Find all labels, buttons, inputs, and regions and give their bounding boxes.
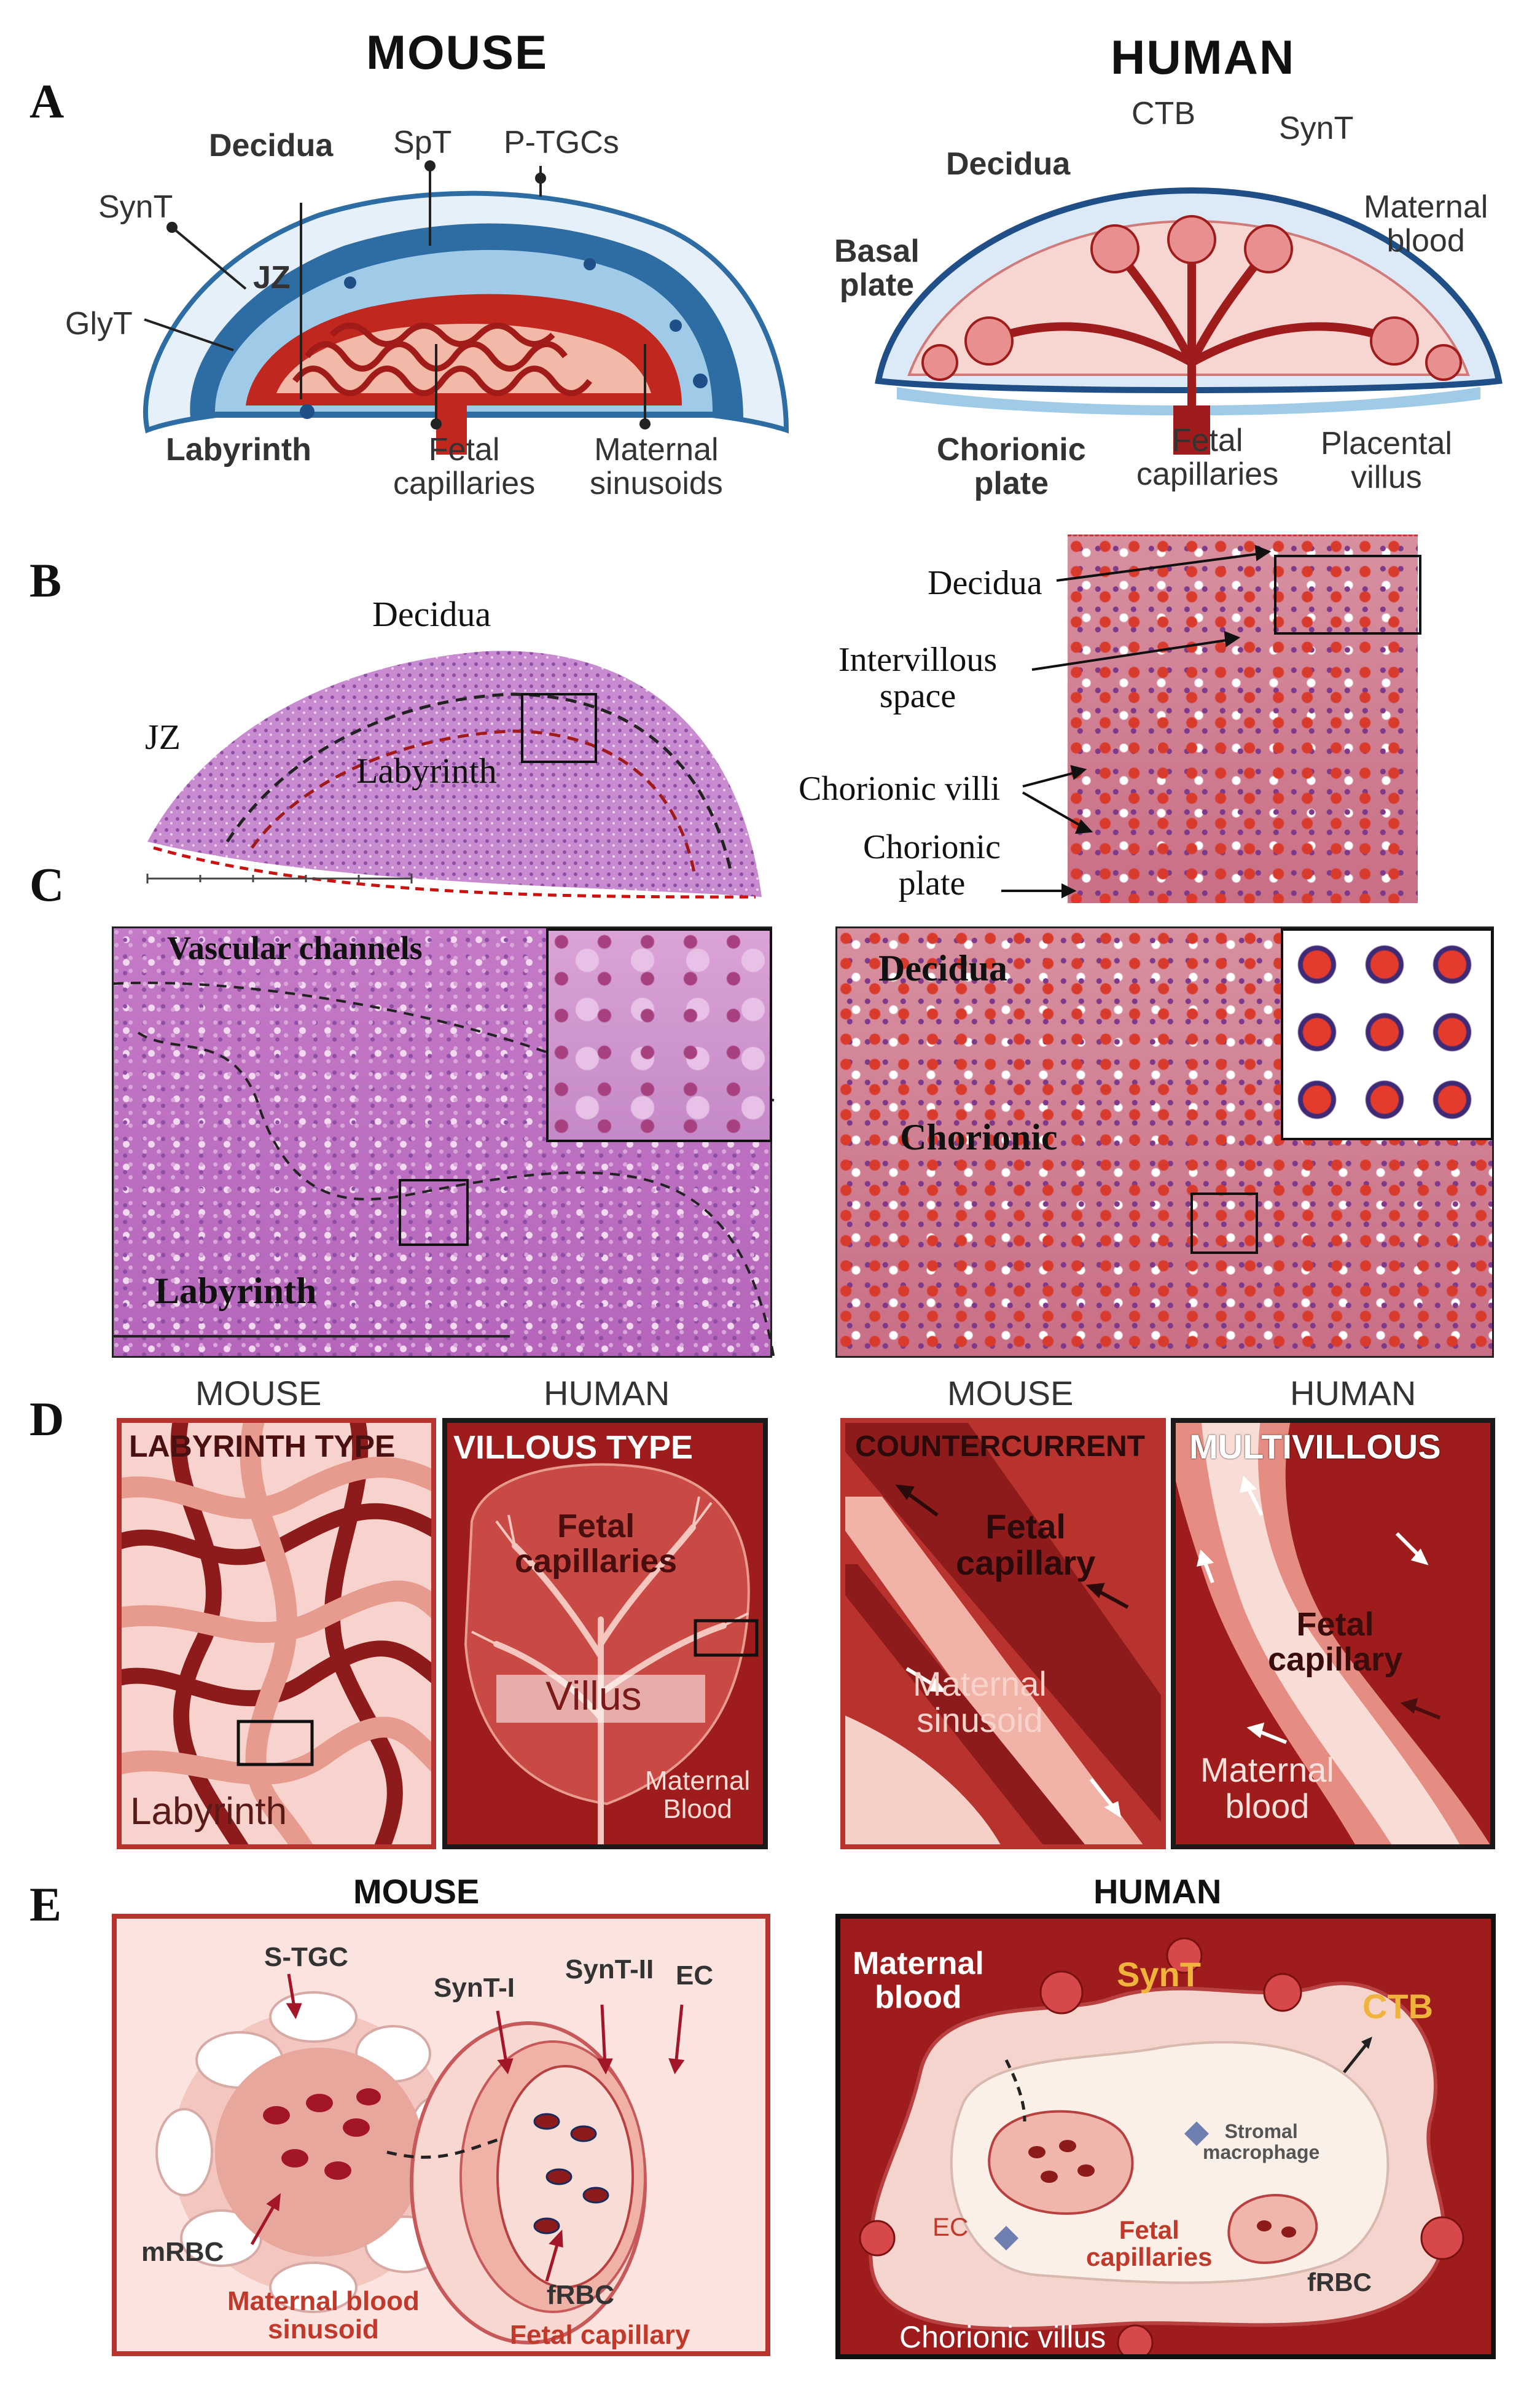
human-b-decidua-label: Decidua	[928, 564, 1042, 602]
mouse-e-panel: S-TGC SynT-I SynT-II EC mRBC fRBC Matern…	[112, 1914, 770, 2356]
human-c-chorionic-label: Chorionic	[900, 1117, 1058, 1157]
human-c-inset	[1281, 928, 1493, 1140]
mouse-decidua-label: Decidua	[209, 128, 334, 163]
human-chorionic-plate-label: Chorionic plate	[937, 432, 1086, 501]
human-c-small-box	[1190, 1192, 1258, 1254]
panel-b-letter: B	[29, 554, 62, 607]
mouse-e-maternal-sinusoid-label: Maternal blood sinusoid	[227, 2286, 420, 2345]
human-e-fetal-capillaries-label: Fetal capillaries	[1086, 2215, 1213, 2272]
human-histology-section	[1068, 535, 1421, 903]
mouse-e-frbc-label: fRBC	[547, 2280, 614, 2310]
human-b-chorionic-villi-label: Chorionic villi	[799, 770, 1001, 808]
villous-label: Villus	[545, 1673, 642, 1718]
mouse-c-micrograph	[112, 926, 775, 1359]
mouse-b-labyrinth-label: Labyrinth	[356, 751, 497, 791]
mouse-leader-lines	[144, 160, 651, 429]
human-e-stromal-macrophage-label: Stromal macrophage	[1203, 2120, 1320, 2163]
human-b-arrows	[1001, 544, 1272, 899]
countercurrent-vessels	[845, 1423, 1161, 1844]
villous-type-panel: VILLOUS TYPE Fetal capillaries Villus Ma…	[442, 1418, 768, 1849]
human-e-ctb-label: CTB	[1362, 1987, 1434, 2026]
mouse-b-jz-label: JZ	[145, 717, 181, 757]
villous-type-title: VILLOUS TYPE	[453, 1429, 694, 1466]
panel-e-mouse-title: MOUSE	[353, 1872, 480, 1911]
panel-c-letter: C	[29, 858, 64, 911]
panel-d-human-label-1: HUMAN	[544, 1374, 670, 1412]
panel-a-mouse-title: MOUSE	[366, 25, 549, 79]
villous-maternal-blood-label: Maternal Blood	[645, 1766, 751, 1825]
mouse-glyt-label: GlyT	[65, 306, 133, 342]
labyrinth-type-title: LABYRINTH TYPE	[129, 1429, 396, 1463]
mouse-c-vascular-label: Vascular channels	[167, 930, 423, 966]
mouse-e-synt2-label: SynT-II	[565, 1954, 654, 1984]
human-e-panel: Maternal blood SynT CTB Stromal macropha…	[835, 1914, 1496, 2359]
human-synt-label: SynT	[1279, 111, 1354, 146]
panel-a-human-title: HUMAN	[1111, 30, 1296, 84]
labyrinth-type-panel: LABYRINTH TYPE Labyrinth	[117, 1418, 436, 1849]
human-ctb-label: CTB	[1132, 96, 1195, 131]
mouse-b-scale-bar	[146, 874, 413, 883]
panel-d-mouse-label-2: MOUSE	[947, 1374, 1074, 1412]
human-placental-villus-label: Placental villus	[1321, 426, 1452, 495]
mouse-ptgcs-label: P-TGCs	[504, 125, 619, 160]
human-e-maternal-blood-label: Maternal blood	[853, 1946, 984, 2015]
countercurrent-maternal-sinusoid-label: Maternal sinusoid	[913, 1664, 1047, 1739]
panel-d-mouse-label-1: MOUSE	[195, 1374, 322, 1412]
villous-fetal-capillaries-label: Fetal capillaries	[515, 1508, 678, 1580]
mouse-c-scale-bar	[114, 1335, 510, 1337]
multivillous-maternal-blood-label: Maternal blood	[1200, 1750, 1334, 1825]
panel-d-human-label-2: HUMAN	[1290, 1374, 1417, 1412]
human-e-chorionic-villus-label: Chorionic villus	[899, 2320, 1106, 2354]
labyrinth-type-label: Labyrinth	[130, 1790, 287, 1833]
human-placenta-diagram	[875, 187, 1503, 455]
mouse-placenta-diagram	[143, 190, 789, 455]
mouse-histology-section	[147, 651, 762, 899]
mouse-b-decidua-label: Decidua	[372, 594, 491, 634]
human-fetal-capillaries-label: Fetal capillaries	[1136, 423, 1279, 492]
mouse-labyrinth-label: Labyrinth	[166, 432, 311, 468]
human-c-decidua-label: Decidua	[878, 948, 1007, 989]
mouse-maternal-sinusoids-label: Maternal sinusoids	[590, 432, 723, 501]
panel-d-letter: D	[29, 1392, 64, 1446]
mouse-c-inset	[546, 928, 772, 1142]
villous-tree	[464, 1463, 759, 1844]
mouse-fetal-capillaries-label: Fetal capillaries	[393, 432, 536, 501]
mouse-e-stgc-label: S-TGC	[264, 1942, 348, 1972]
human-decidua-label: Decidua	[946, 146, 1071, 182]
mouse-e-fetal-capillary-label: Fetal capillary	[510, 2320, 690, 2350]
human-c-micrograph	[835, 926, 1494, 1358]
mouse-e-ec-label: EC	[676, 1960, 714, 1991]
human-b-intervillous-label: Intervillous space	[838, 641, 998, 715]
mouse-e-synt1-label: SynT-I	[434, 1973, 515, 2003]
mouse-synt-label: SynT	[98, 189, 173, 225]
human-e-illustration	[859, 1937, 1464, 2354]
mouse-jz-label: JZ	[253, 260, 291, 296]
multivillous-fetal-capillary-label: Fetal capillary	[1268, 1606, 1403, 1678]
panel-e-human-title: HUMAN	[1093, 1872, 1222, 1911]
multivillous-title: MULTIVILLOUS	[1189, 1427, 1441, 1466]
panel-a-letter: A	[29, 74, 64, 128]
human-histology-inset-box	[1274, 555, 1421, 635]
multivillous-vessels	[1176, 1423, 1490, 1844]
human-basal-plate-label: Basal plate	[834, 233, 920, 303]
multivillous-panel: MULTIVILLOUS Fetal capillary Maternal bl…	[1171, 1418, 1495, 1849]
labyrinth-vessels	[122, 1423, 431, 1844]
countercurrent-panel: COUNTERCURRENT Fetal capillary Maternal …	[840, 1418, 1166, 1849]
countercurrent-title: COUNTERCURRENT	[855, 1430, 1145, 1463]
countercurrent-fetal-capillary-label: Fetal capillary	[956, 1507, 1096, 1582]
human-e-frbc-label: fRBC	[1307, 2268, 1372, 2297]
panel-e-letter: E	[29, 1878, 62, 1931]
human-maternal-blood-label: Maternal blood	[1364, 189, 1488, 259]
mouse-e-illustration	[155, 1973, 685, 2344]
mouse-c-labyrinth-label: Labyrinth	[155, 1271, 317, 1311]
mouse-e-mrbc-label: mRBC	[141, 2237, 224, 2267]
human-e-ec-label: EC	[932, 2212, 969, 2241]
mouse-spt-label: SpT	[393, 125, 452, 160]
human-b-chorionic-plate-label: Chorionic plate	[863, 828, 1001, 903]
human-e-synt-label: SynT	[1117, 1955, 1201, 1994]
